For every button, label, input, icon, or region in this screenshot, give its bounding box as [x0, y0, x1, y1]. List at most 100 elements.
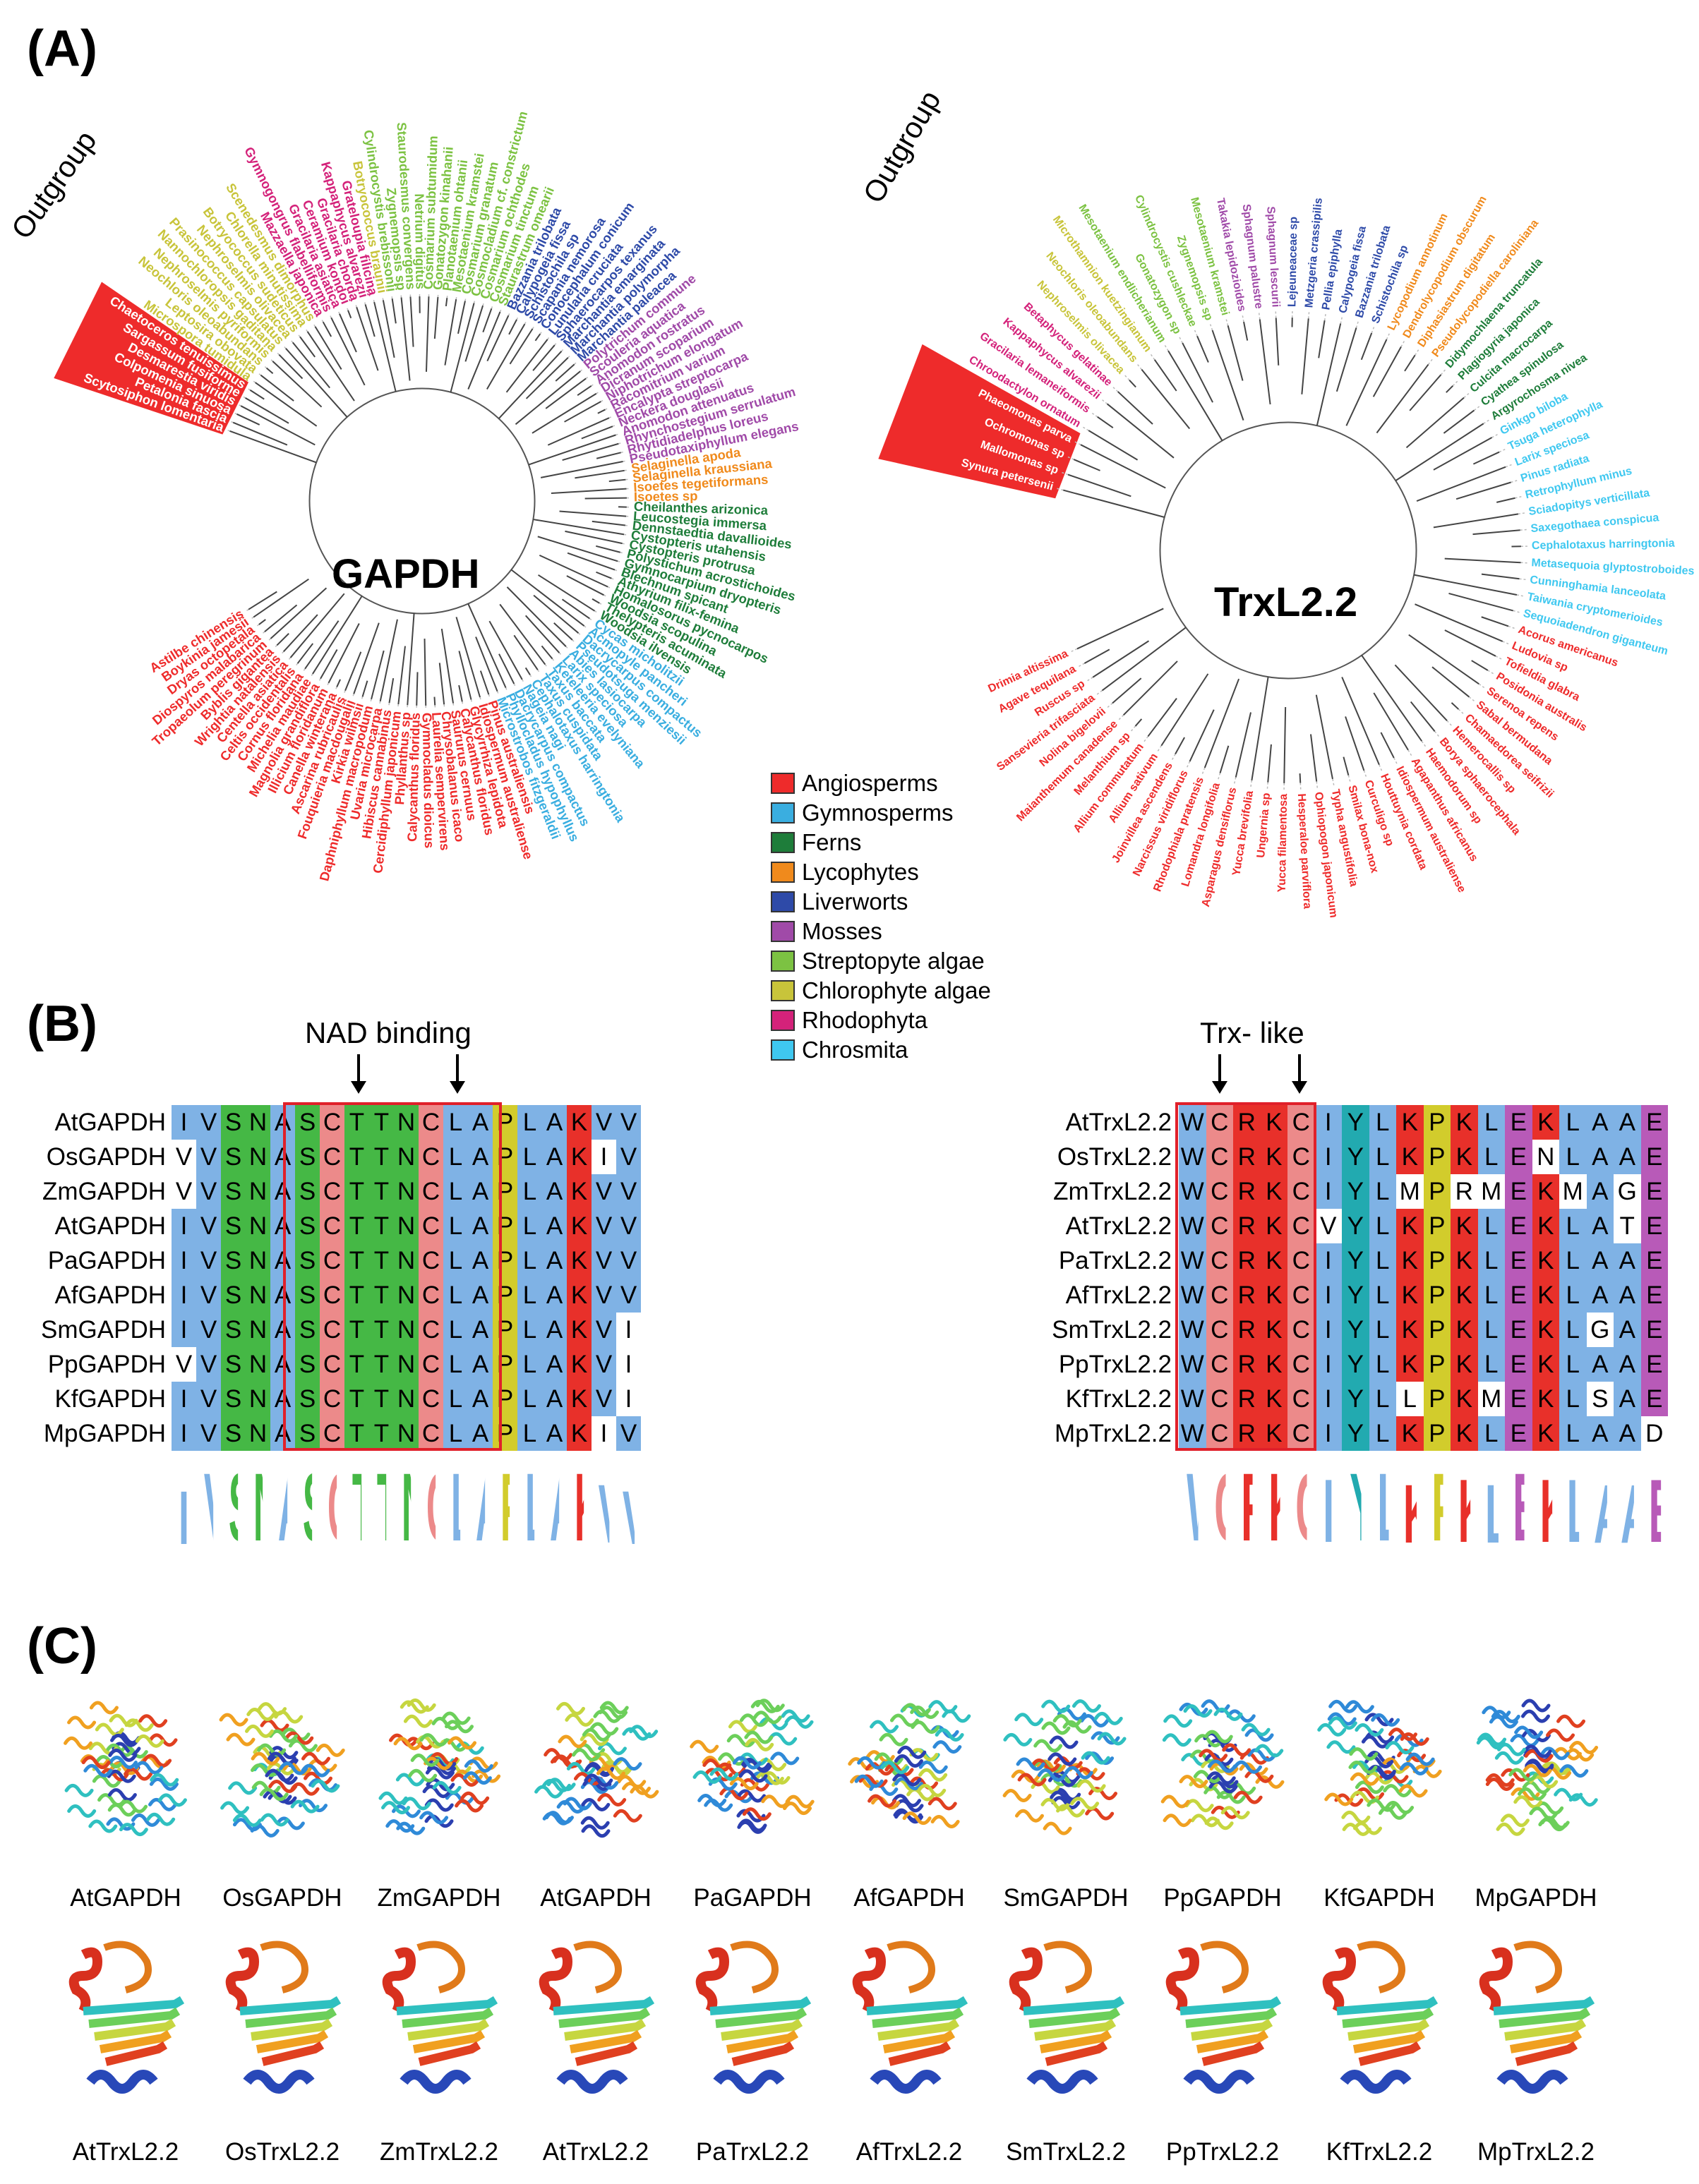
panel-label-a: (A)	[27, 20, 97, 77]
alignment-residue: K	[1260, 1382, 1287, 1416]
alignment-residue: A	[270, 1105, 295, 1140]
alignment-residue: S	[221, 1140, 246, 1174]
alignment-residue: K	[1260, 1347, 1287, 1382]
alignment-residue: L	[443, 1105, 468, 1140]
alignment-residue: C	[1287, 1382, 1315, 1416]
logo-letter: K	[575, 1462, 584, 1554]
sequence-name: KfGAPDH	[54, 1385, 166, 1413]
protein-structure-image	[682, 1933, 823, 2113]
alignment-residue: C	[320, 1313, 344, 1347]
alignment-residue: L	[1559, 1416, 1587, 1451]
alignment-residue: K	[567, 1174, 592, 1209]
alignment-residue: V	[172, 1347, 196, 1382]
alignment-residue: T	[344, 1105, 369, 1140]
arrow-down-icon	[1289, 1053, 1310, 1099]
alignment-residue: K	[567, 1140, 592, 1174]
alignment-residue: W	[1179, 1382, 1206, 1416]
alignment-residue: A	[468, 1416, 493, 1451]
logo-letter: T	[352, 1462, 361, 1554]
alignment-residue: Y	[1342, 1278, 1369, 1313]
alignment-residue: L	[1369, 1140, 1396, 1174]
alignment-residue: N	[394, 1243, 419, 1278]
alignment-residue: N	[246, 1347, 270, 1382]
alignment-residue: K	[1260, 1105, 1287, 1140]
structure-label: AtTrxL2.2	[72, 2138, 179, 2166]
leaf-label: Sphagnum lescurii	[1264, 206, 1281, 308]
alignment-residue: T	[369, 1243, 394, 1278]
alignment-residue: C	[1206, 1382, 1233, 1416]
alignment-residue: L	[517, 1243, 542, 1278]
alignment-residue: E	[1640, 1382, 1668, 1416]
alignment-residue: V	[616, 1243, 641, 1278]
alignment-residue: V	[616, 1416, 641, 1451]
alignment-residue: E	[1640, 1243, 1668, 1278]
alignment-residue: T	[344, 1347, 369, 1382]
alignment-residue: P	[1423, 1382, 1451, 1416]
alignment-residue: C	[320, 1243, 344, 1278]
protein-structure-image	[1309, 1687, 1450, 1852]
alignment-residue: A	[468, 1140, 493, 1174]
trx-outgroup-label: Outgroup	[856, 85, 947, 208]
legend-item: Chrosmita	[771, 1036, 908, 1064]
alignment-residue: W	[1179, 1278, 1206, 1313]
alignment-residue: E	[1640, 1174, 1668, 1209]
structure-label: SmGAPDH	[1003, 1884, 1129, 1912]
alignment-residue: A	[468, 1209, 493, 1243]
alignment-residue: K	[567, 1243, 592, 1278]
alignment-residue: T	[369, 1278, 394, 1313]
structure-label: PaGAPDH	[693, 1884, 812, 1912]
sequence-name: AfGAPDH	[54, 1281, 166, 1309]
alignment-residue: A	[270, 1209, 295, 1243]
alignment-residue: K	[1396, 1105, 1424, 1140]
alignment-residue: T	[344, 1313, 369, 1347]
logo-letter: T	[377, 1462, 386, 1554]
alignment-residue: I	[592, 1416, 616, 1451]
alignment-residue: K	[567, 1278, 592, 1313]
alignment-residue: L	[1477, 1313, 1505, 1347]
sequence-name: ZmTrxL2.2	[1053, 1178, 1172, 1205]
alignment-residue: I	[172, 1105, 196, 1140]
logo-letter: C	[1214, 1462, 1225, 1554]
alignment-residue: C	[1287, 1243, 1315, 1278]
alignment-residue: E	[1640, 1105, 1668, 1140]
legend-item: Rhodophyta	[771, 1006, 927, 1034]
alignment-residue: N	[394, 1105, 419, 1140]
alignment-residue: R	[1233, 1140, 1261, 1174]
alignment-residue: L	[1477, 1416, 1505, 1451]
alignment-residue: Y	[1342, 1209, 1369, 1243]
alignment-residue: C	[419, 1140, 443, 1174]
legend-label: Streptopyte algae	[802, 948, 985, 974]
protein-structure-image	[212, 1933, 353, 2113]
alignment-residue: L	[1369, 1174, 1396, 1209]
alignment-residue: T	[369, 1105, 394, 1140]
alignment-residue: I	[172, 1382, 196, 1416]
alignment-residue: K	[1451, 1140, 1478, 1174]
legend-swatch	[771, 862, 795, 883]
sequence-name: MpGAPDH	[43, 1420, 166, 1447]
alignment-residue: L	[1369, 1382, 1396, 1416]
logo-letter: N	[253, 1462, 263, 1554]
alignment-residue: C	[419, 1382, 443, 1416]
alignment-residue: L	[1559, 1313, 1587, 1347]
alignment-residue: L	[443, 1416, 468, 1451]
alignment-residue: C	[320, 1209, 344, 1243]
leaf-label: Metasequoia glyptostroboides	[1531, 557, 1695, 577]
legend-item: Mosses	[771, 917, 882, 946]
logo-letter: Y	[1350, 1462, 1361, 1554]
alignment-residue: S	[295, 1278, 320, 1313]
logo-letter: I	[179, 1481, 189, 1554]
alignment-residue: C	[1206, 1313, 1233, 1347]
alignment-residue: R	[1451, 1174, 1478, 1209]
logo-letter: C	[426, 1462, 436, 1554]
alignment-residue: K	[1451, 1209, 1478, 1243]
protein-structure-image	[682, 1687, 823, 1852]
alignment-residue: L	[1559, 1209, 1587, 1243]
alignment-residue: N	[394, 1347, 419, 1382]
alignment-residue: A	[542, 1347, 567, 1382]
alignment-residue: C	[1287, 1278, 1315, 1313]
alignment-residue: A	[1614, 1416, 1641, 1451]
alignment-residue: K	[1532, 1243, 1559, 1278]
